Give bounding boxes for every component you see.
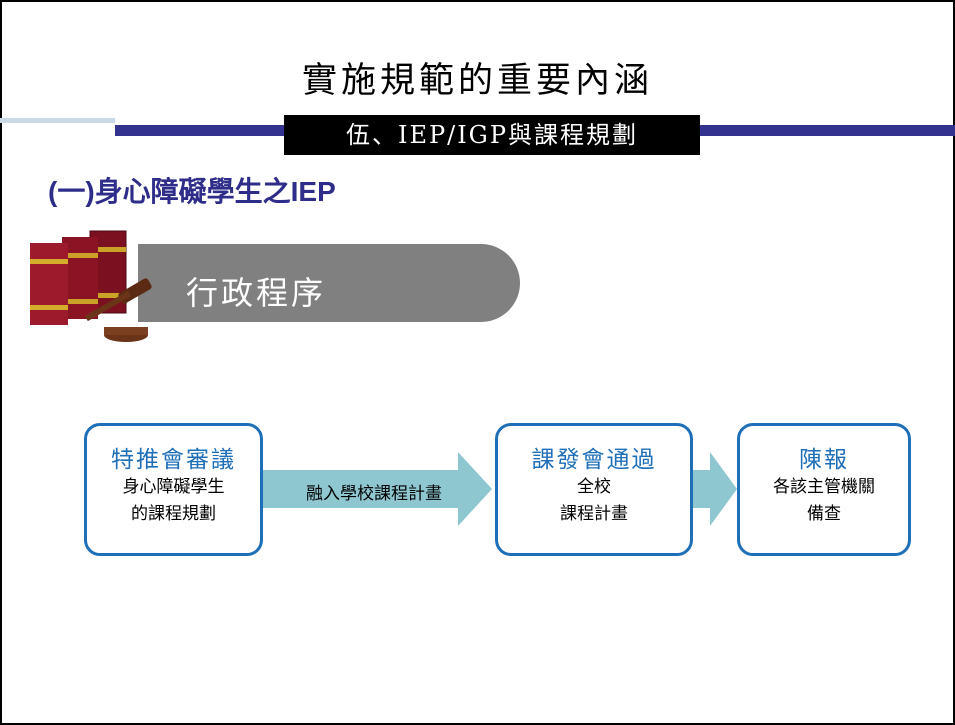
step3-line1: 各該主管機關 bbox=[773, 477, 875, 497]
step2-line2: 課程計畫 bbox=[560, 504, 628, 524]
step3-line2: 備查 bbox=[807, 504, 841, 524]
step2-line1: 全校 bbox=[577, 477, 611, 497]
connector-label: 融入學校課程計畫 bbox=[306, 484, 442, 504]
law-books-gavel-icon bbox=[30, 230, 152, 342]
banner-label: 行政程序 bbox=[186, 274, 327, 312]
slide-title: 實施規範的重要內涵 bbox=[301, 61, 653, 101]
step-box-report: 陳報 各該主管機關 備查 bbox=[737, 423, 911, 556]
step-box-special-ed-committee: 特推會審議 身心障礙學生 的課程規劃 bbox=[84, 423, 263, 556]
banner-pill bbox=[138, 244, 520, 322]
title-band-light bbox=[0, 118, 115, 123]
section-heading: (一)身心障礙學生之IEP bbox=[48, 176, 336, 207]
step3-title: 陳報 bbox=[799, 447, 849, 473]
step1-title: 特推會審議 bbox=[111, 447, 236, 473]
step1-line1: 身心障礙學生 bbox=[122, 477, 225, 497]
step-box-curriculum-committee: 課發會通過 全校 課程計畫 bbox=[495, 423, 693, 556]
step1-line2: 的課程規劃 bbox=[131, 504, 216, 524]
slide-subtitle: 伍、IEP/IGP與課程規劃 bbox=[284, 115, 700, 155]
step2-title: 課發會通過 bbox=[531, 447, 657, 473]
